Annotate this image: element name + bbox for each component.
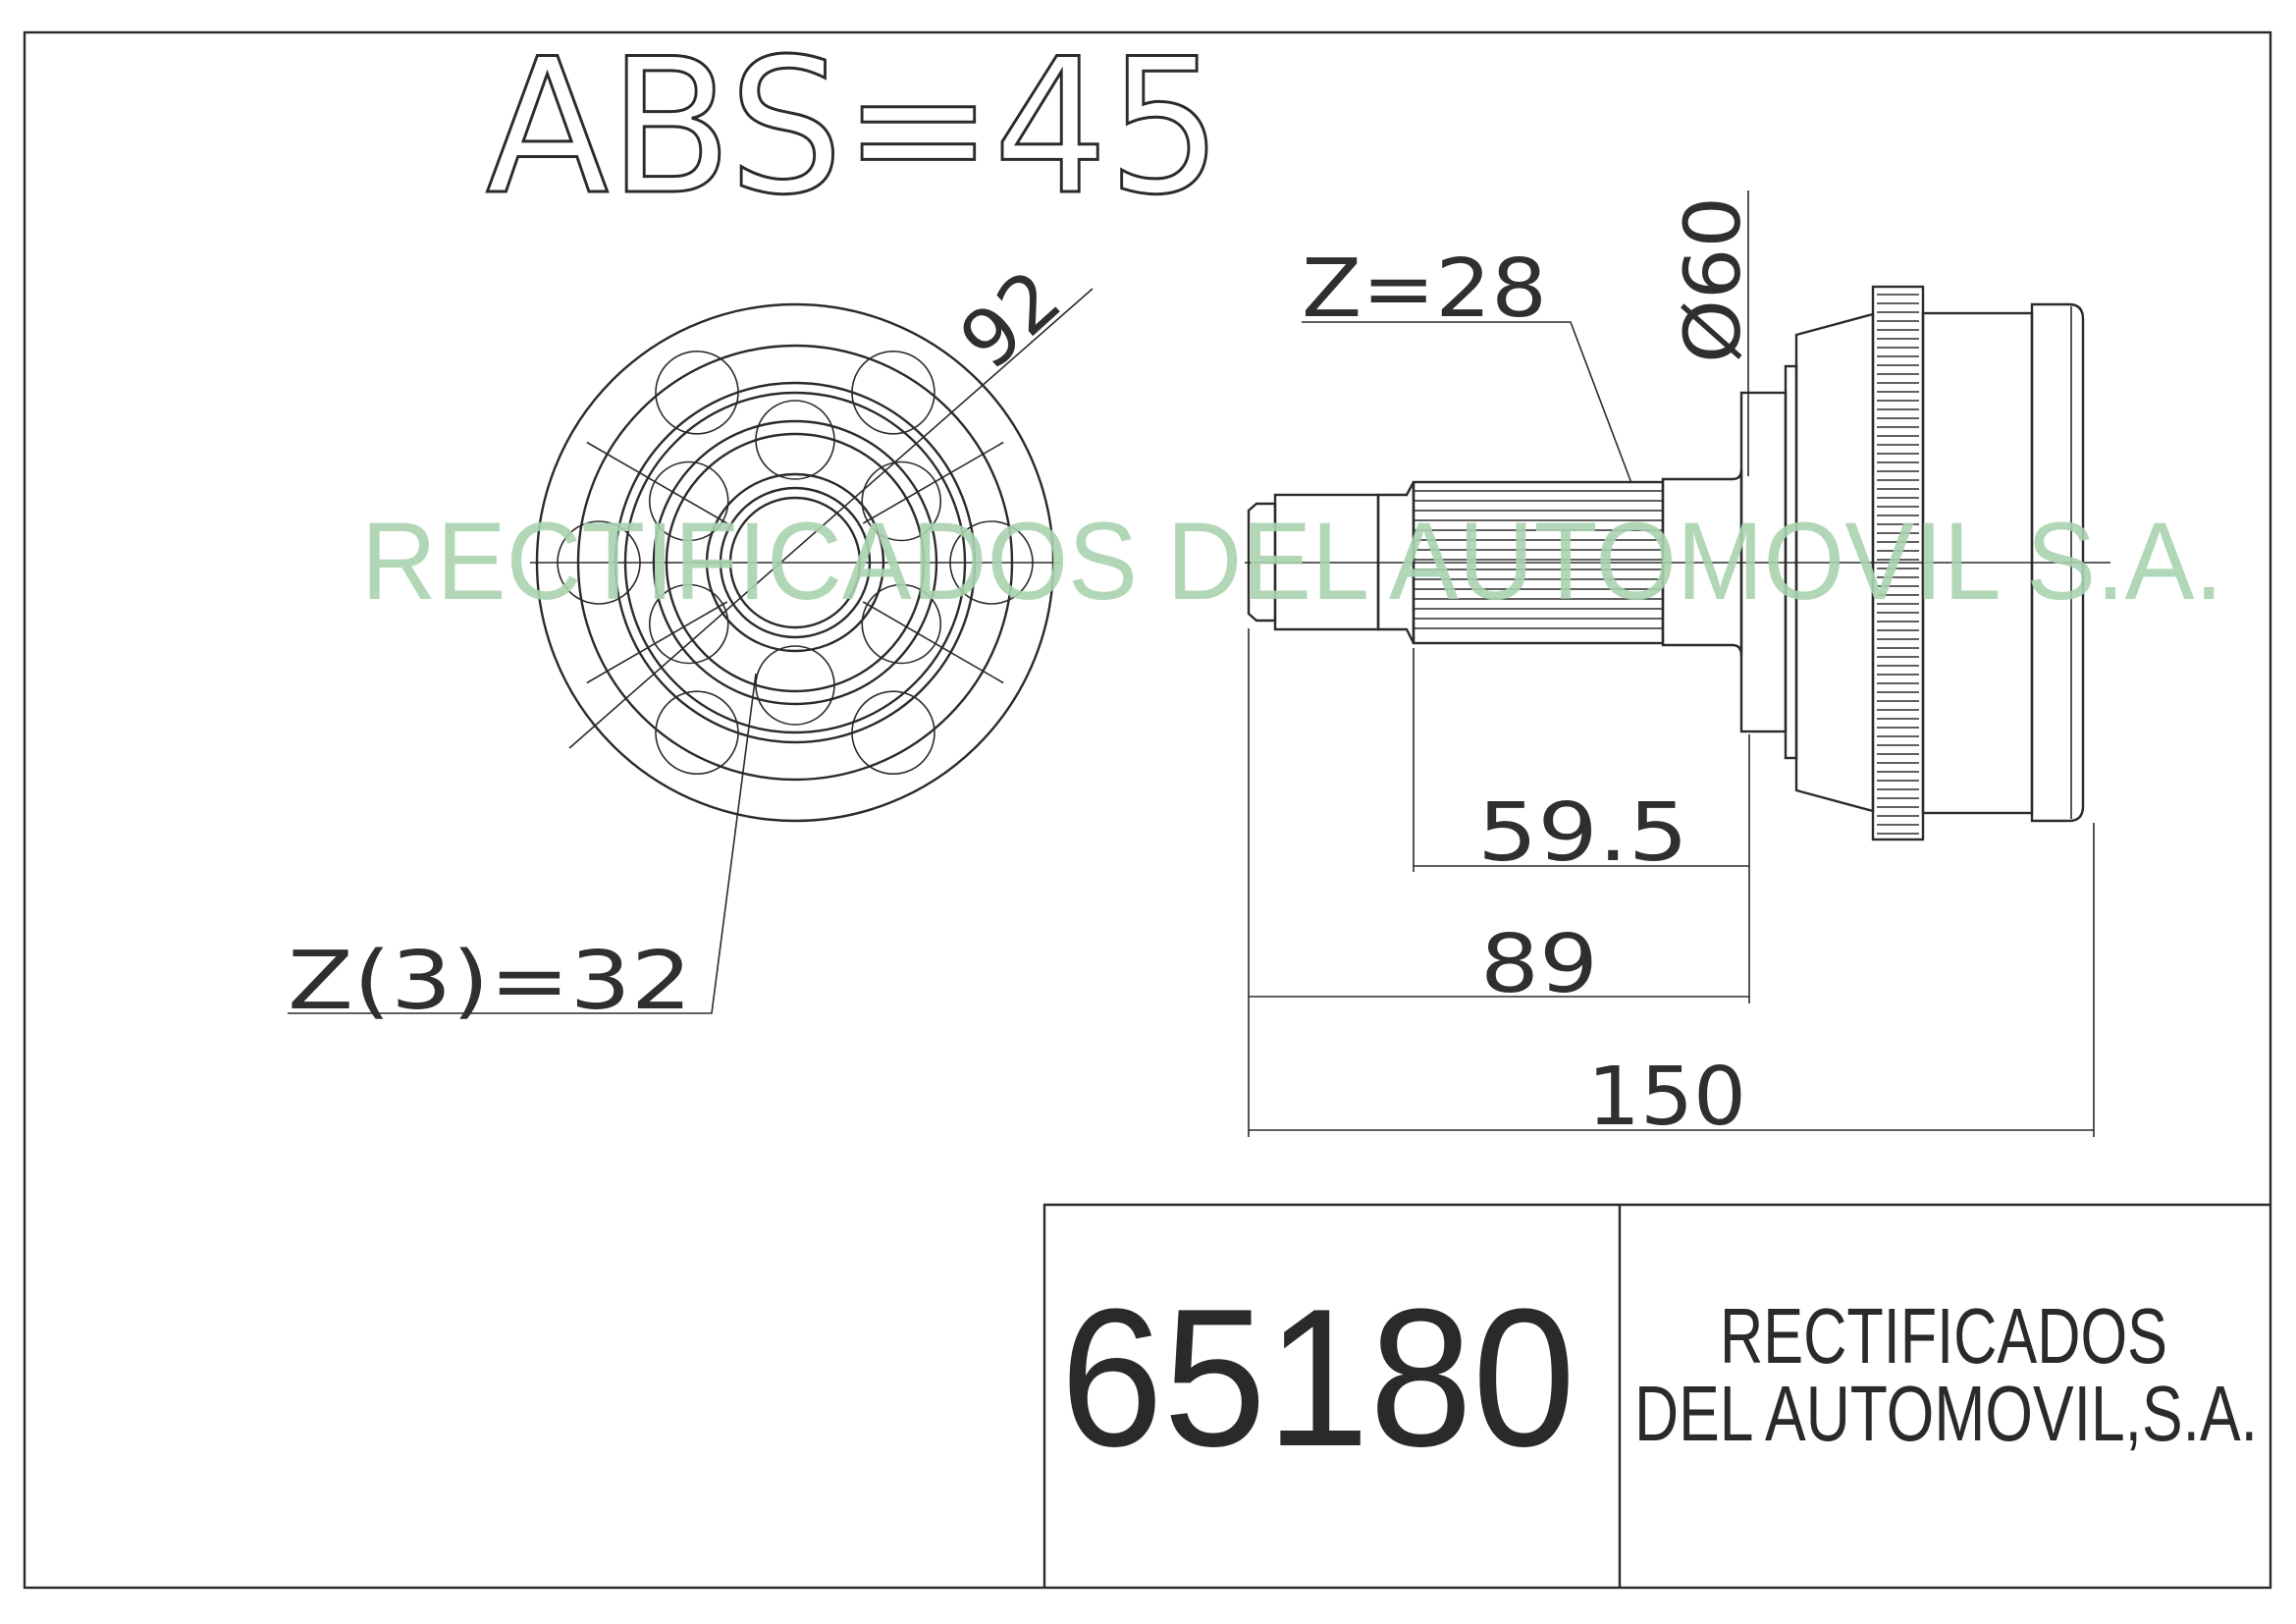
abs-ring-teeth — [1877, 294, 1919, 835]
outer-ball — [851, 350, 935, 435]
side-view-cv-joint: Z=28 Ø60 59.5 89 150 — [1245, 190, 2110, 1144]
inner-ball — [648, 460, 729, 542]
spline-leader-line — [1302, 321, 1632, 484]
dimension-89-label: 89 — [1480, 918, 1598, 1011]
spline-z28-label: Z=28 — [1302, 243, 1547, 336]
diameter-dimension-line — [568, 288, 1094, 749]
outer-ball — [655, 350, 739, 435]
title-block-border — [1042, 1203, 2270, 1588]
company-name-line1: RECTIFICADOS — [1720, 1292, 2167, 1380]
inner-ball — [861, 460, 942, 542]
spoke-line — [862, 441, 1004, 524]
spline-teeth — [1414, 490, 1663, 629]
front-view-cv-joint: 92 Z(3)=32 — [288, 252, 1094, 1028]
teeth-leader-line — [288, 673, 757, 1014]
dimension-59-5-label: 59.5 — [1477, 786, 1688, 880]
title-block: 65180 RECTIFICADOS DEL AUTOMOVIL,S.A. — [1042, 1203, 2270, 1588]
dimension-150-label: 150 — [1587, 1051, 1746, 1144]
bell-lip — [2030, 302, 2085, 823]
outer-ball — [851, 690, 935, 776]
diameter-60-label: Ø60 — [1670, 196, 1758, 363]
outer-ball — [655, 690, 739, 776]
inner-ball — [755, 645, 835, 726]
watermark: RECTIFICADOS DEL AUTOMOVIL S.A. — [361, 500, 2223, 623]
teeth-z3-32-label: Z(3)=32 — [288, 935, 692, 1028]
inner-ball — [861, 583, 942, 665]
spoke-line — [586, 601, 728, 684]
drawing-frame — [23, 30, 2272, 1590]
inner-ball — [648, 583, 729, 665]
spoke-line — [586, 441, 728, 524]
abs-label: ABS=45 — [486, 19, 1222, 236]
spoke-line — [862, 601, 1004, 684]
part-number: 65180 — [1060, 1269, 1575, 1488]
inner-ball — [755, 400, 835, 480]
company-name-line2: DEL AUTOMOVIL,S.A. — [1634, 1370, 2258, 1457]
